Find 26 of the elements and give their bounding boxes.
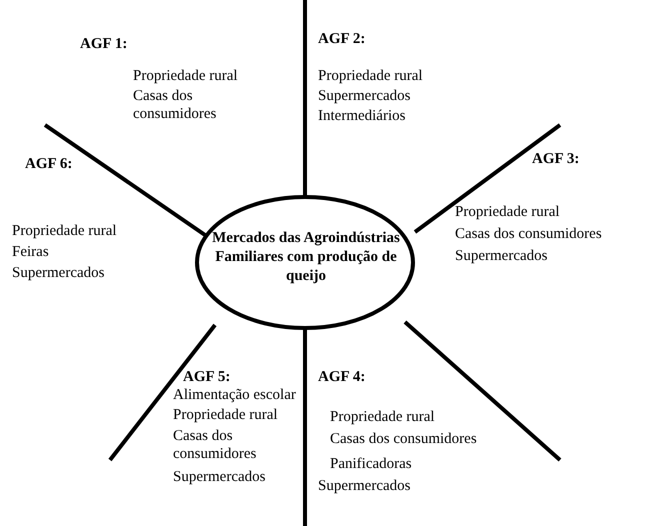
market-item: Propriedade rural [318, 67, 423, 85]
market-item: Intermediários [318, 107, 406, 125]
market-item: Propriedade rural [12, 222, 117, 240]
market-item: Propriedade rural [330, 408, 435, 426]
group-heading: AGF 5: [183, 368, 230, 386]
market-item: Propriedade rural [173, 406, 278, 424]
group-heading: AGF 6: [25, 155, 72, 173]
market-item: Alimentação escolar [173, 386, 296, 404]
group-heading: AGF 3: [532, 150, 580, 168]
market-item: Supermercados [318, 87, 410, 105]
market-item: Propriedade rural [133, 67, 238, 85]
market-item: Feiras [12, 243, 49, 261]
group-heading: AGF 2: [318, 30, 366, 48]
market-item: Casas dos consumidores [133, 87, 218, 123]
market-item: Casas dos consumidores [330, 430, 477, 448]
market-item: Supermercados [12, 264, 104, 282]
market-item: Supermercados [318, 477, 410, 495]
market-item: Casas dos consumidores [455, 225, 602, 243]
group-heading: AGF 1: [80, 35, 128, 53]
market-item: Casas dos consumidores [173, 427, 258, 463]
center-title: Mercados das Agroindústrias Familiares com produção de queijo [211, 229, 401, 286]
market-item: Panificadoras [330, 455, 412, 473]
market-item: Propriedade rural [455, 203, 560, 221]
group-heading: AGF 4: [318, 368, 366, 386]
market-item: Supermercados [455, 247, 548, 265]
market-item: Supermercados [173, 468, 266, 486]
